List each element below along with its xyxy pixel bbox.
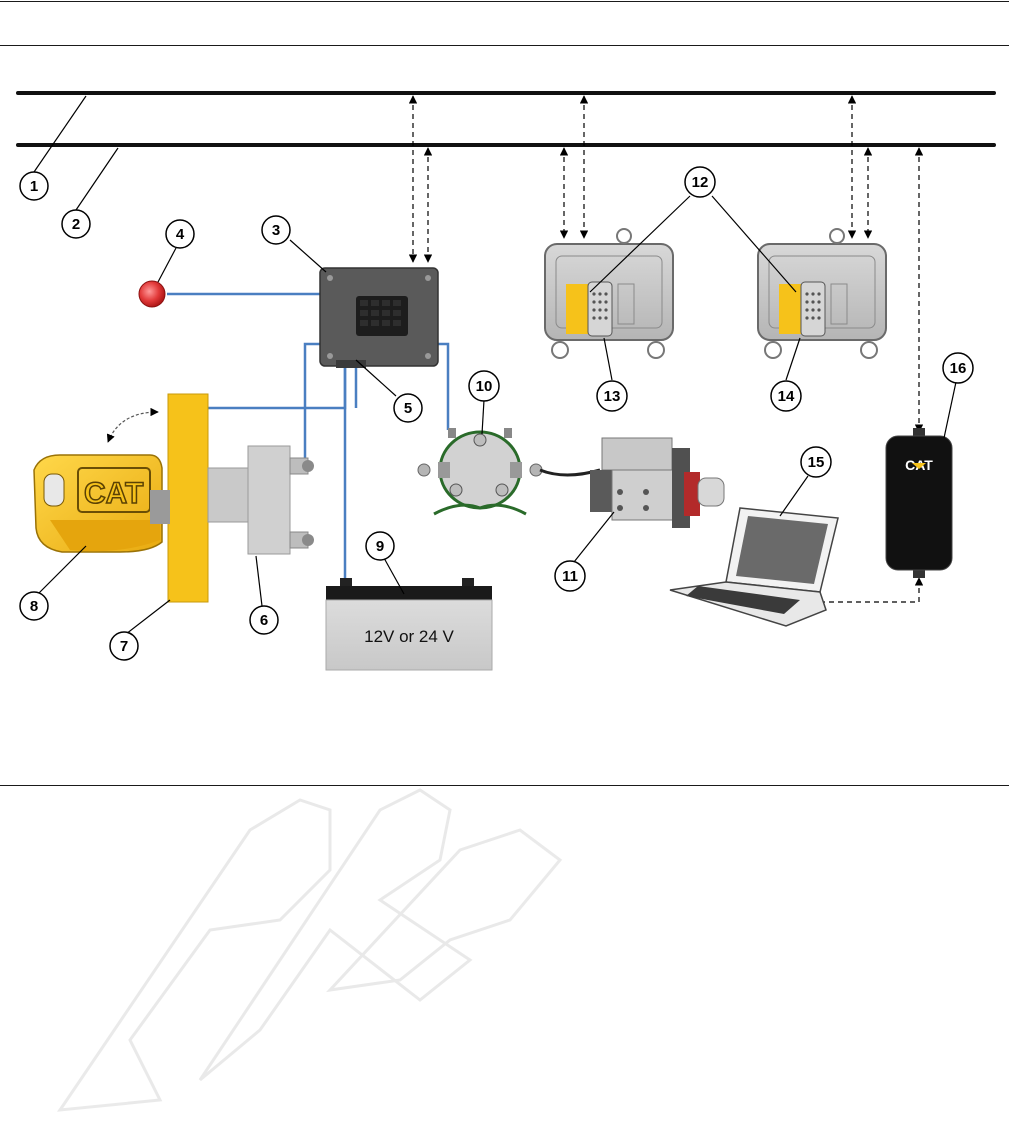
callout-15: 15 — [801, 447, 831, 477]
callout-6: 6 — [250, 606, 278, 634]
callout-3: 3 — [262, 216, 290, 244]
svg-text:9: 9 — [376, 538, 384, 555]
callout-7: 7 — [110, 632, 138, 660]
svg-text:10: 10 — [476, 378, 493, 395]
ignition-key: CAT — [34, 455, 170, 552]
callout-13: 13 — [597, 381, 627, 411]
svg-text:8: 8 — [30, 598, 38, 615]
key-switch-body — [208, 446, 314, 554]
callout-14: 14 — [771, 381, 801, 411]
cat-interface-module: CAT — [886, 428, 952, 578]
ecm-14 — [758, 229, 886, 358]
svg-text:3: 3 — [272, 222, 280, 239]
callout-10: 10 — [469, 371, 499, 401]
callout-8: 8 — [20, 592, 48, 620]
svg-text:2: 2 — [72, 216, 80, 233]
callout-11: 11 — [555, 561, 585, 591]
svg-text:11: 11 — [562, 568, 578, 585]
svg-text:12: 12 — [692, 174, 709, 191]
controller-module — [320, 268, 438, 368]
svg-text:16: 16 — [950, 360, 967, 377]
svg-text:14: 14 — [778, 388, 795, 405]
svg-text:7: 7 — [120, 638, 128, 655]
starter-relay — [418, 428, 542, 514]
key-logo-text: CAT — [84, 477, 143, 510]
callout-5: 5 — [394, 394, 422, 422]
connector-15-16 — [820, 578, 919, 602]
watermark — [60, 790, 560, 1110]
starter-motor — [590, 438, 724, 528]
svg-text:13: 13 — [604, 388, 621, 405]
ecm-13 — [545, 229, 673, 358]
indicator-lamp — [139, 281, 165, 307]
svg-text:15: 15 — [808, 454, 825, 471]
battery: 12V or 24 V — [326, 578, 492, 670]
svg-text:5: 5 — [404, 400, 412, 417]
callout-4: 4 — [166, 220, 194, 248]
rotation-arrow — [108, 412, 158, 442]
callout-1: 1 — [20, 172, 48, 200]
callout-12: 12 — [685, 167, 715, 197]
svg-text:4: 4 — [176, 226, 185, 243]
service-laptop — [670, 508, 838, 626]
callout-2: 2 — [62, 210, 90, 238]
callout-9: 9 — [366, 532, 394, 560]
battery-label: 12V or 24 V — [364, 627, 454, 646]
svg-text:1: 1 — [30, 178, 38, 195]
callout-16: 16 — [943, 353, 973, 383]
svg-text:6: 6 — [260, 612, 268, 629]
key-switch-plate — [168, 394, 208, 602]
